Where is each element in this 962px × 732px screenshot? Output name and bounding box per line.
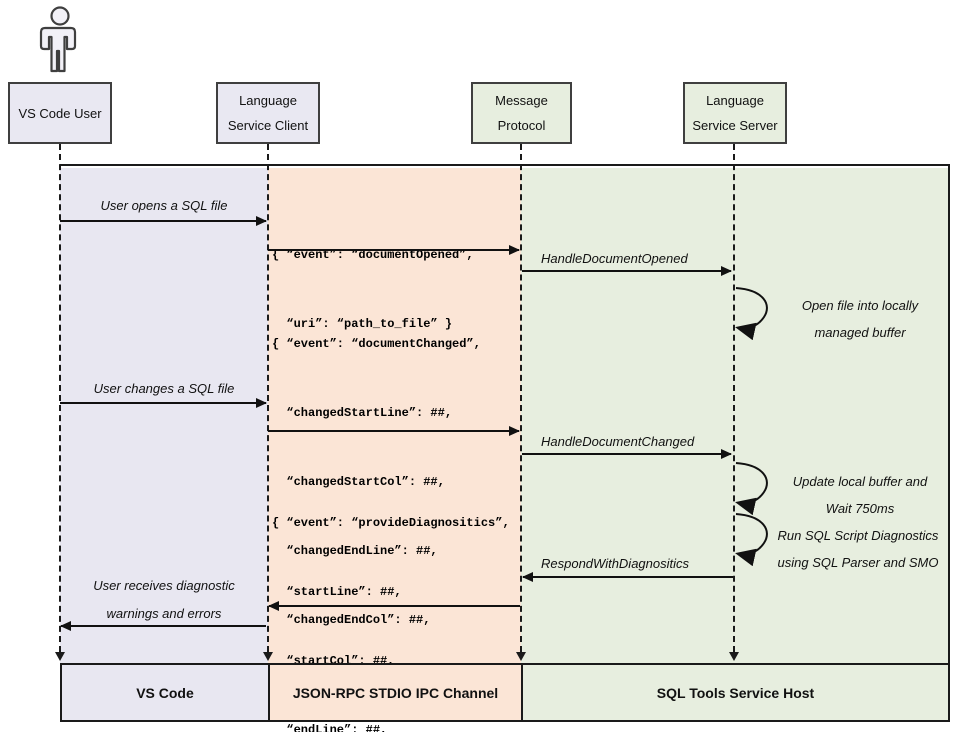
lifeline-end-arrow — [263, 652, 273, 661]
payload-line: { “event”: “documentChanged”, — [272, 337, 481, 351]
message-user-changes-label: User changes a SQL file — [93, 381, 235, 396]
system-label: SQL Tools Service Host — [656, 684, 815, 701]
message-respond-with-diagnostics-label: RespondWithDiagnositics — [541, 556, 690, 571]
message-line: warnings and errors — [106, 606, 222, 621]
lifeline-language-service-client — [267, 144, 269, 652]
payload-document-opened: { “event”: “documentOpened”, “uri”: “pat… — [272, 198, 474, 382]
note-line: Update local buffer and — [792, 474, 928, 489]
payload-line: “endLine”: ##, — [272, 723, 388, 732]
payload-line: “changedEndCol”: ##, — [272, 613, 431, 627]
arrow-user-changes — [60, 398, 267, 408]
actor-label: Protocol — [497, 118, 546, 133]
arrow-document-opened — [268, 245, 520, 255]
lifeline-end-arrow — [55, 652, 65, 661]
message-line: User receives diagnostic — [93, 578, 235, 593]
note-update-buffer: Update local buffer and Wait 750ms — [764, 468, 956, 522]
note-run-diagnostics: Run SQL Script Diagnostics using SQL Par… — [758, 522, 958, 576]
arrow-handle-document-changed — [522, 449, 732, 459]
payload-line: { “event”: “documentOpened”, — [272, 248, 474, 262]
note-line: managed buffer — [814, 325, 906, 340]
note-line: Run SQL Script Diagnostics — [777, 528, 939, 543]
lifeline-language-service-server — [733, 144, 735, 652]
actor-box-language-service-server: Language Service Server — [683, 82, 787, 144]
payload-line: “changedEndLine”: ##, — [272, 544, 438, 558]
actor-label: VS Code User — [18, 105, 102, 121]
note-line: Wait 750ms — [825, 501, 895, 516]
arrow-document-changed — [268, 426, 520, 436]
note-line: using SQL Parser and SMO — [777, 555, 939, 570]
system-label: JSON-RPC STDIO IPC Channel — [292, 684, 499, 701]
message-user-opens-label: User opens a SQL file — [100, 198, 228, 213]
lifeline-vs-code-user — [59, 144, 61, 652]
system-box-vs-code: VS Code — [60, 663, 270, 722]
message-user-receives-label: User receives diagnostic warnings and er… — [58, 572, 270, 628]
actor-box-message-protocol: Message Protocol — [471, 82, 572, 144]
message-handle-document-opened-label: HandleDocumentOpened — [541, 251, 688, 266]
lifeline-end-arrow — [729, 652, 739, 661]
note-open-file: Open file into locally managed buffer — [764, 292, 956, 346]
system-label: VS Code — [136, 684, 194, 701]
actor-label: Language — [706, 93, 764, 108]
arrow-diagnostics-to-client — [268, 601, 520, 611]
payload-line: { “event”: “provideDiagnositics”, — [272, 516, 510, 530]
user-actor-icon — [39, 6, 77, 73]
actor-box-vs-code-user: VS Code User — [8, 82, 112, 144]
actor-label: Language — [239, 93, 297, 108]
actor-label: Service Client — [227, 118, 309, 133]
actor-label: Service Server — [692, 118, 778, 133]
payload-line: “changedStartLine”: ##, — [272, 406, 453, 420]
payload-line: “startLine”: ##, — [272, 585, 402, 599]
system-box-sql-tools-service-host: SQL Tools Service Host — [521, 663, 950, 722]
arrow-user-receives — [60, 621, 266, 631]
actor-box-language-service-client: Language Service Client — [216, 82, 320, 144]
arrow-user-opens — [60, 216, 267, 226]
message-handle-document-changed-label: HandleDocumentChanged — [541, 434, 695, 449]
lifeline-end-arrow — [516, 652, 526, 661]
system-box-json-rpc-channel: JSON-RPC STDIO IPC Channel — [268, 663, 523, 722]
note-line: Open file into locally — [801, 298, 919, 313]
lifeline-message-protocol — [520, 144, 522, 652]
payload-line: “uri”: “path_to_file” } — [272, 317, 453, 331]
payload-line: “changedStartCol”: ##, — [272, 475, 445, 489]
actor-label: Message — [495, 93, 548, 108]
arrow-respond-with-diagnostics — [522, 572, 733, 582]
lane-vs-code — [60, 168, 268, 663]
arrow-handle-document-opened — [522, 266, 732, 276]
